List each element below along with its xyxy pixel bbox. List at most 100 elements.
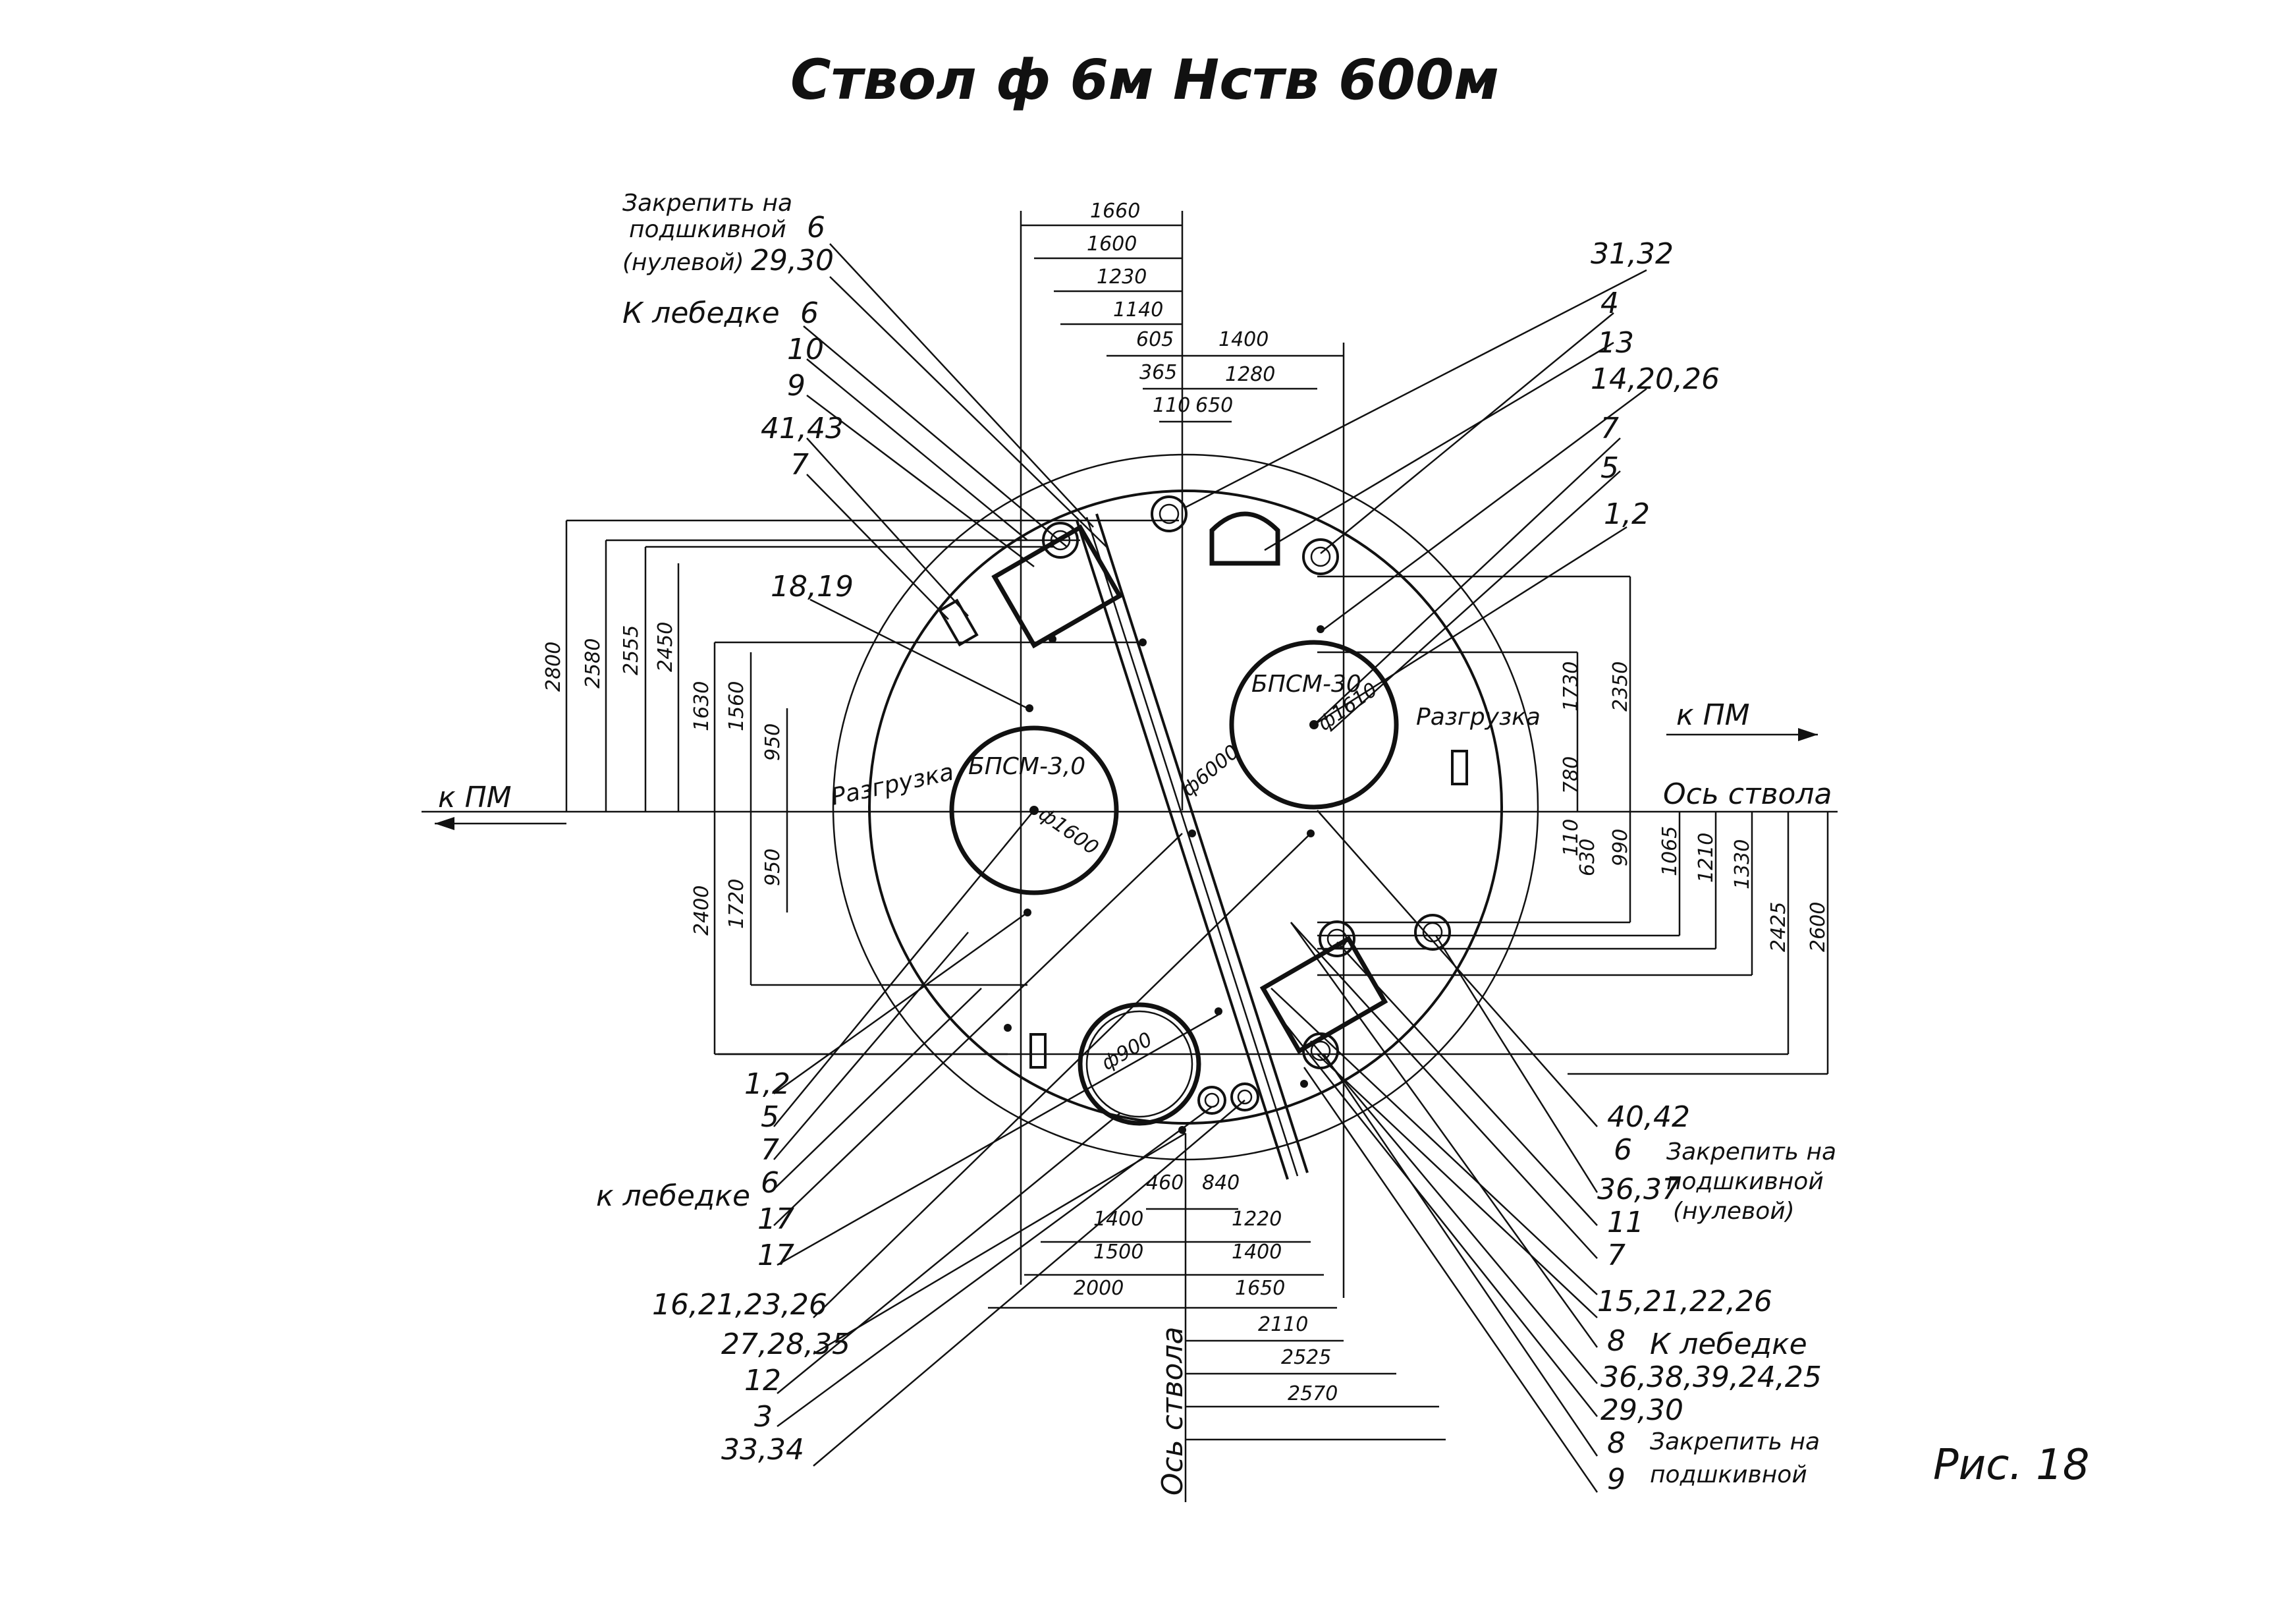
dim-right-11: 2600 (1807, 902, 1830, 952)
left-callout-upper-7: 7 (790, 448, 809, 482)
right-callout-lower-6: 15,21,22,26 (1597, 1285, 1772, 1318)
left-callout-lower-9: 12 (744, 1364, 781, 1397)
left-note-winch-2: к лебедке (596, 1179, 750, 1213)
left-callout-lower-10: 3 (754, 1400, 773, 1434)
dim-top-2: 1600 (1087, 233, 1137, 256)
right-note-fix-5: подшкивной (1650, 1461, 1807, 1488)
right-callout-lower-7: 8 (1607, 1324, 1626, 1358)
direction-right: к ПМ (1676, 698, 1750, 732)
dim-bottom-11: 2570 (1288, 1382, 1338, 1405)
left-note-fix-3: (нулевой) (622, 249, 744, 276)
right-note-fix-3: (нулевой) (1673, 1198, 1795, 1225)
axis-label-vertical: Ось ствола (1156, 1326, 1189, 1496)
right-note-fix-2: подшкивной (1666, 1168, 1824, 1195)
left-callout-lower-4: 6 (761, 1166, 779, 1200)
left-callout-upper-2: 29,30 (751, 244, 834, 277)
dim-bottom-2: 840 (1202, 1171, 1240, 1194)
left-callout-lower-7: 16,21,23,26 (652, 1288, 827, 1322)
left-callout-lower-5: 17 (757, 1202, 794, 1236)
left-callout-upper-1: 6 (807, 211, 825, 244)
dim-bottom-9: 2110 (1258, 1313, 1308, 1336)
dim-left-5: 1630 (690, 681, 713, 731)
left-callout-lower-3: 7 (761, 1133, 779, 1167)
dim-left-6: 1560 (725, 681, 748, 731)
left-note-fix-1: Закрепить на (622, 190, 792, 217)
right-callout-upper-4: 14,20,26 (1591, 362, 1720, 396)
center-diameter-label: ф6000 (1178, 741, 1244, 801)
dim-bottom-10: 2525 (1281, 1346, 1331, 1369)
right-callout-lower-3: 36,37 (1597, 1173, 1680, 1206)
dim-bottom-8: 1650 (1235, 1277, 1285, 1300)
left-callout-upper-4: 10 (787, 333, 824, 366)
pipe-diameter-label: ф900 (1098, 1028, 1157, 1075)
bin-left-name: БПСМ-3,0 (968, 753, 1085, 780)
bin-right-name: БПСМ-30 (1251, 671, 1361, 698)
shaft-axes (422, 810, 1838, 1502)
dim-right-2: 2350 (1609, 661, 1632, 712)
drawing-title: Ствол ф 6м Hств 600м (790, 47, 1499, 112)
right-callout-lower-4: 11 (1607, 1206, 1644, 1239)
dim-bottom-7: 2000 (1074, 1277, 1124, 1300)
dim-top-4: 1140 (1113, 298, 1163, 322)
dim-bottom-3: 1400 (1093, 1208, 1143, 1231)
left-callout-upper-8: 18,19 (771, 570, 854, 603)
axis-label-horizontal: Ось ствола (1663, 777, 1832, 811)
dim-top-5: 605 (1136, 328, 1174, 351)
right-callout-upper-1: 31,32 (1591, 237, 1674, 271)
compartments (938, 511, 1388, 1054)
dim-left-8: 950 (761, 849, 784, 886)
right-callout-lower-10: 8 (1607, 1426, 1626, 1460)
central-channel (1076, 513, 1309, 1180)
dim-top-3: 1230 (1097, 266, 1147, 289)
left-note-winch-1: К лебедке (622, 296, 780, 330)
dim-bottom-4: 1220 (1232, 1208, 1282, 1231)
right-note-fix-4: Закрепить на (1650, 1428, 1820, 1455)
dim-left-10: 2400 (690, 885, 713, 936)
leader-lines (773, 243, 1647, 1493)
left-callout-lower-8: 27,28,35 (721, 1328, 850, 1361)
left-callout-lower-1: 1,2 (744, 1067, 790, 1101)
direction-left: к ПМ (438, 781, 512, 814)
bin-right-unload: Разгрузка (1416, 704, 1541, 731)
dim-right-1: 1730 (1560, 661, 1583, 712)
right-callout-upper-3: 13 (1597, 326, 1634, 360)
figure-caption: Рис. 18 (1933, 1441, 2090, 1490)
dim-top-6: 365 (1139, 361, 1177, 384)
point-markers (1004, 625, 1325, 1134)
dim-top-7: 110 (1153, 394, 1190, 417)
dim-right-5: 630 (1576, 839, 1599, 876)
left-note-fix-2: подшкивной (629, 216, 786, 243)
right-note-fix-1: Закрепить на (1666, 1138, 1836, 1165)
right-callout-lower-9: 29,30 (1600, 1393, 1683, 1427)
dim-right-6: 990 (1609, 829, 1632, 866)
dim-left-3: 2555 (620, 625, 643, 675)
dim-bottom-6: 1400 (1232, 1241, 1282, 1264)
dim-left-2: 2580 (582, 638, 605, 688)
dim-bottom-5: 1500 (1093, 1241, 1143, 1264)
left-callout-lower-6: 17 (757, 1239, 794, 1272)
right-callout-upper-6: 5 (1600, 451, 1619, 485)
dim-top-9: 1400 (1218, 328, 1269, 351)
left-callout-upper-5: 9 (787, 369, 806, 403)
dim-top-8: 650 (1195, 394, 1233, 417)
dim-top-1: 1660 (1090, 200, 1140, 223)
dim-right-9: 1330 (1731, 839, 1754, 889)
dim-right-7: 1065 (1658, 826, 1681, 876)
dim-right-4: 110 (1560, 819, 1583, 856)
pipe-circle (1078, 1002, 1201, 1126)
dim-left-4: 2450 (654, 622, 677, 672)
right-callout-upper-2: 4 (1600, 287, 1619, 320)
right-callout-lower-2: 6 (1614, 1133, 1632, 1167)
right-callout-upper-7: 1,2 (1604, 497, 1650, 531)
dim-bottom-1: 460 (1146, 1171, 1184, 1194)
dim-right-10: 2425 (1767, 902, 1790, 952)
left-callout-upper-6: 41,43 (761, 412, 844, 445)
dimension-lines (435, 211, 1829, 1441)
dim-left-9: 1720 (725, 879, 748, 929)
right-note-winch: К лебедке (1650, 1328, 1807, 1361)
dim-right-8: 1210 (1695, 833, 1718, 883)
dim-left-7: 950 (761, 723, 784, 761)
left-callout-lower-2: 5 (761, 1100, 779, 1134)
left-callout-lower-11: 33,34 (721, 1433, 804, 1467)
